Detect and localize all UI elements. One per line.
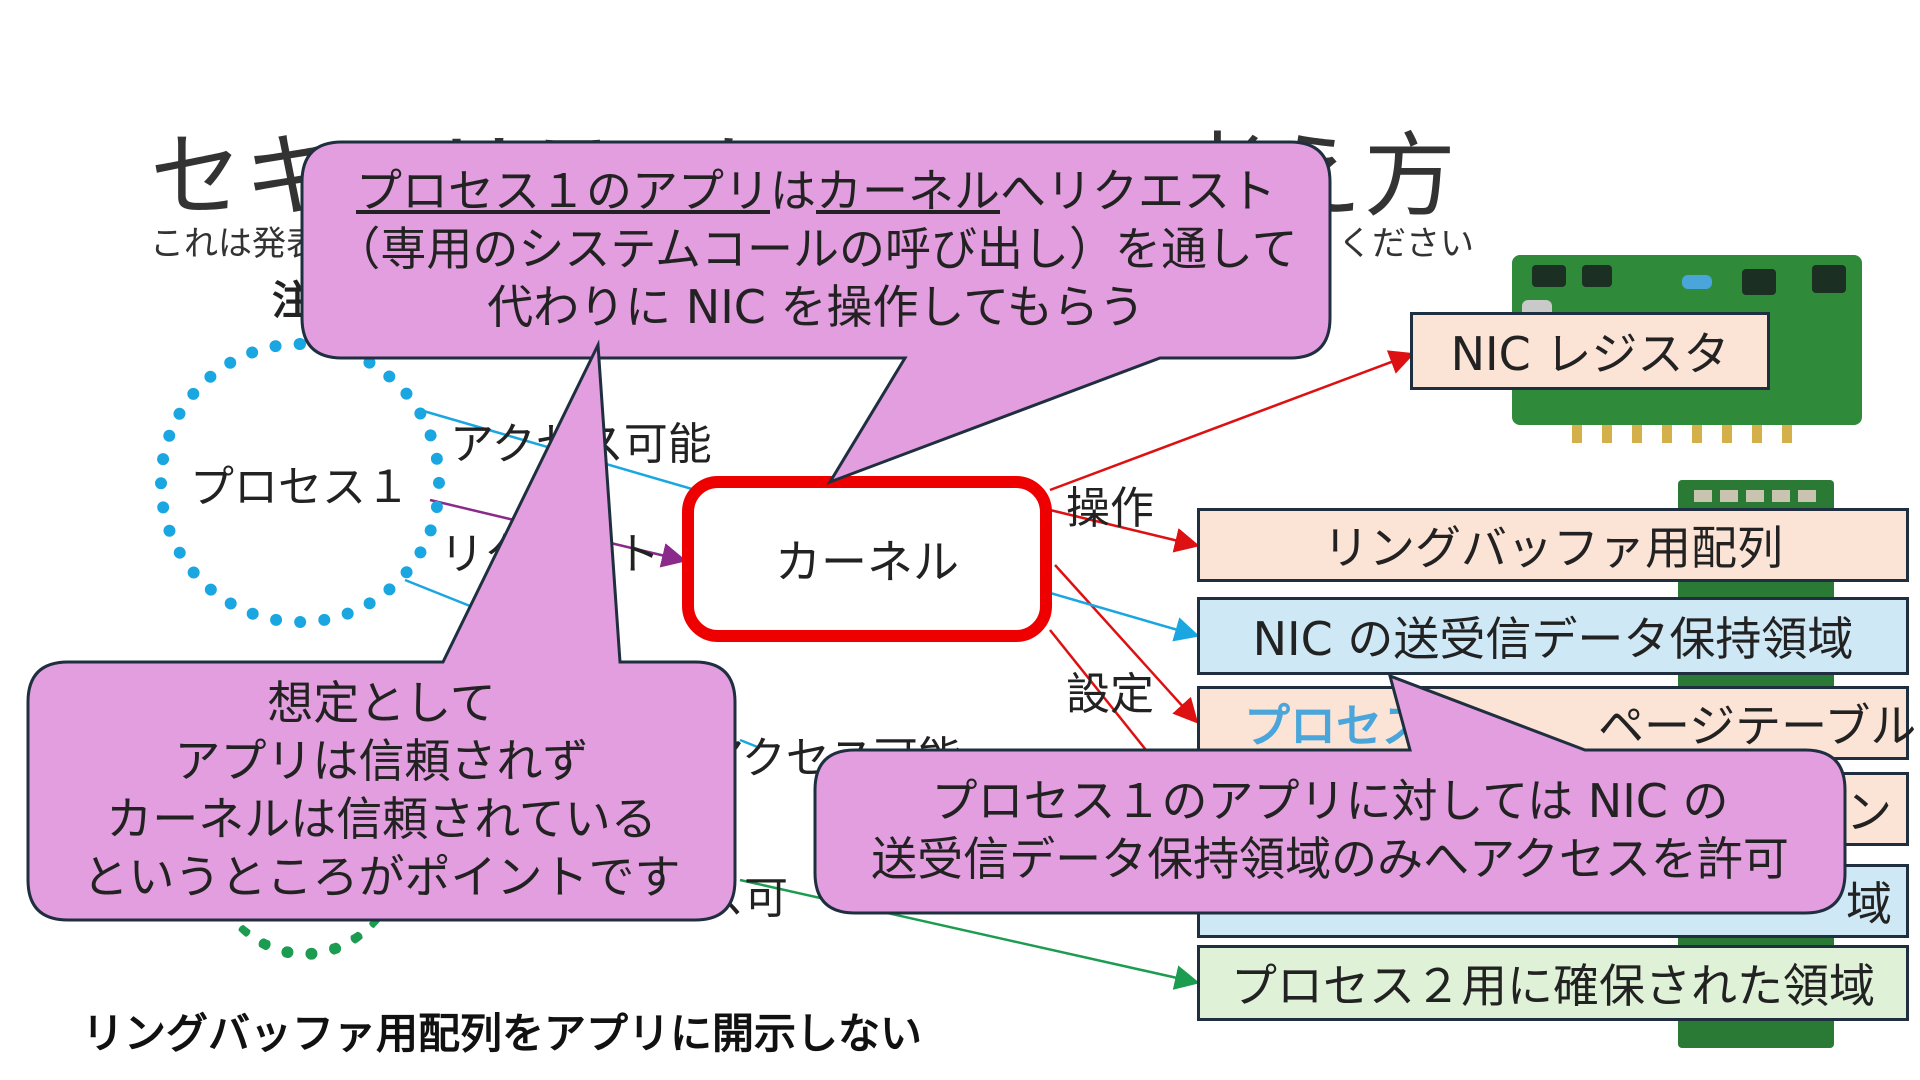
ring-buffer-box: リングバッファ用配列 (1197, 508, 1909, 582)
left-callout-line2: アプリは信頼されず (174, 734, 589, 788)
left-callout-line4: というところがポイントです (82, 850, 681, 904)
top-callout-text: プロセス１のアプリはカーネルへリクエスト （専用のシステムコールの呼び出し）を通… (302, 162, 1330, 336)
arrow-kernel-to-page-table (1054, 564, 1199, 724)
process1-label: プロセス１ (190, 462, 410, 513)
right-callout-shape (813, 673, 1847, 915)
arrow-kernel-to-ring-buffer (1049, 508, 1200, 553)
arrow-kernel-to-row5 (1049, 629, 1151, 756)
page-table-suffix: ページテーブル (1598, 699, 1917, 753)
left-callout-line1: 想定として (267, 676, 496, 730)
top-callout-line1-tail: へリクエスト (1000, 164, 1276, 218)
region-box-5-label: ン (1846, 785, 1892, 839)
top-callout-app-ref: プロセス１のアプリ (356, 164, 770, 218)
top-callout-shape (300, 140, 1332, 485)
top-callout-line1: プロセス１のアプリはカーネルへリクエスト (302, 162, 1330, 220)
top-callout-line3: 代わりに NIC を操作してもらう (487, 280, 1145, 334)
slide-subtitle-end: ください (1338, 224, 1474, 264)
arrow-kernel-to-nic-register (1049, 350, 1415, 492)
right-callout-line1: プロセス１のアプリに対しては NIC の (931, 774, 1729, 828)
right-callout-line2: 送受信データ保持領域のみへアクセスを許可 (871, 832, 1789, 886)
process2-region-box: プロセス２用に確保された領域 (1197, 945, 1909, 1021)
operate-label: 操作 (1066, 483, 1154, 534)
config-label: 設定 (1066, 669, 1154, 720)
nic-data-region-box: NIC の送受信データ保持領域 (1197, 597, 1909, 675)
right-callout-text: プロセス１のアプリに対しては NIC の 送受信データ保持領域のみへアクセスを許… (815, 772, 1845, 888)
slide-subtitle-start: これは発表 (150, 224, 320, 264)
process2-region-label: プロセス２用に確保された領域 (1231, 959, 1875, 1013)
nic-register-box: NIC レジスタ (1410, 312, 1770, 390)
top-callout-line2: （専用のシステムコールの呼び出し）を通して (334, 222, 1298, 276)
left-callout-shape (26, 339, 737, 922)
arrow-process1-access-lower (404, 578, 481, 612)
left-callout-line3: カーネルは信頼されている (106, 792, 657, 846)
top-callout-particle: は (770, 164, 816, 218)
nic-register-label: NIC レジスタ (1450, 327, 1730, 381)
kernel-node: カーネル (682, 476, 1052, 642)
ring-buffer-label: リングバッファ用配列 (1323, 521, 1783, 575)
top-callout-kernel-ref: カーネル (816, 164, 1000, 218)
region-box-6-label: 域 (1846, 877, 1892, 931)
left-callout-text: 想定として アプリは信頼されず カーネルは信頼されている というところがポイント… (28, 674, 735, 906)
nic-data-region-label: NIC の送受信データ保持領域 (1252, 612, 1854, 666)
arrow-process1-access-lower-2 (739, 738, 761, 750)
kernel-label: カーネル (775, 535, 959, 589)
bottom-caption: リングバッファ用配列をアプリに開示しない (82, 1009, 923, 1058)
arrow-process2-to-region (739, 878, 1200, 990)
